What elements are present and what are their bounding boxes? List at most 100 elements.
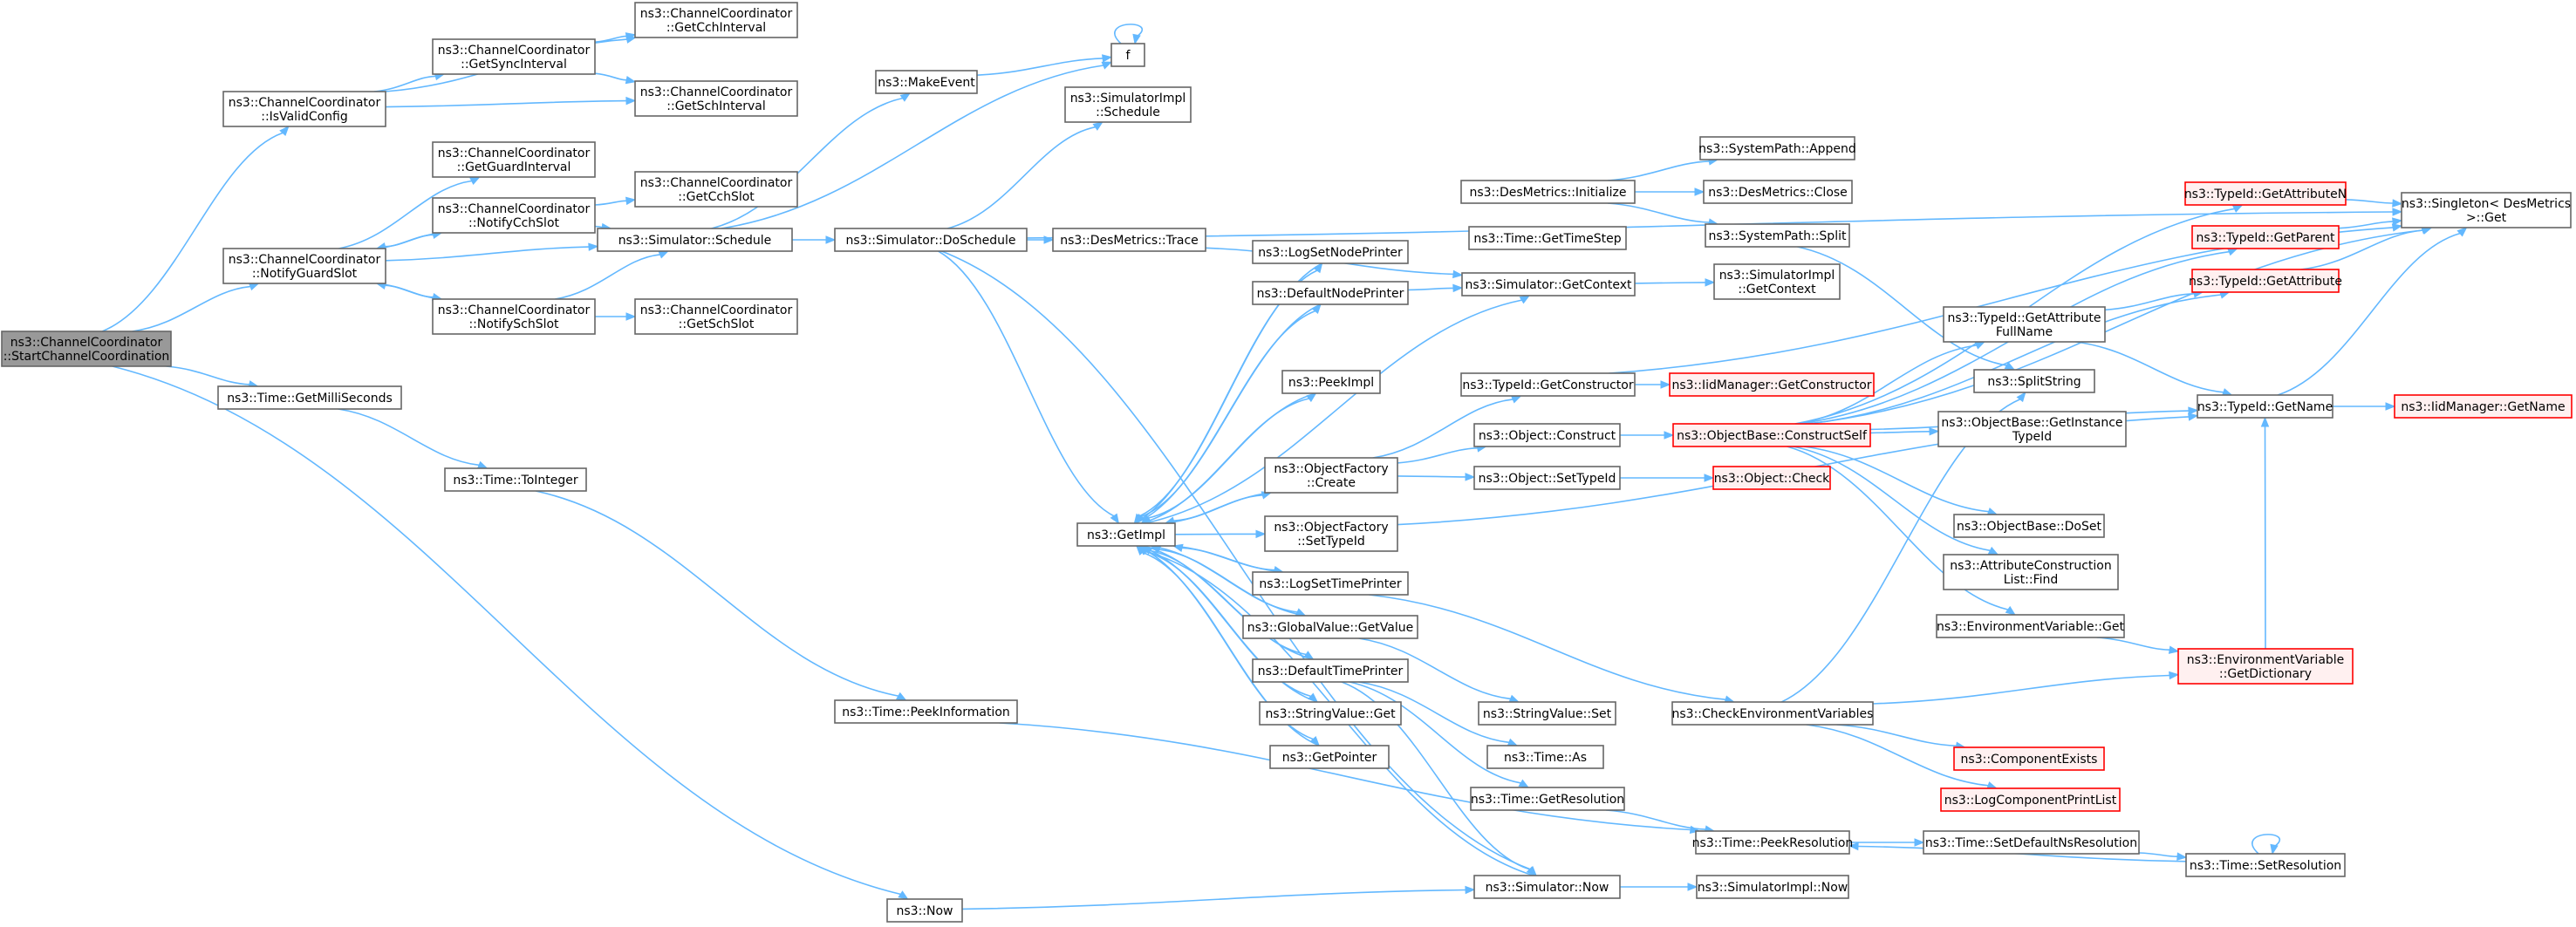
node-get-resolution[interactable]: ns3::Time::GetResolution <box>1470 787 1625 811</box>
node-sim-get-context[interactable]: ns3::Simulator::GetContext <box>1461 272 1636 297</box>
node-of-create[interactable]: ns3::ObjectFactory::Create <box>1264 457 1398 494</box>
node-label: ns3::Time::ToInteger <box>453 474 578 487</box>
node-default-node-printer[interactable]: ns3::DefaultNodePrinter <box>1252 281 1409 305</box>
node-make-event[interactable]: ns3::MakeEvent <box>875 70 978 94</box>
node-box <box>634 2 798 38</box>
node-label: ns3::SimulatorImpl <box>1719 269 1835 283</box>
node-tid-get-name[interactable]: ns3::TypeId::GetName <box>2197 394 2333 419</box>
node-notify-cch-slot[interactable]: ns3::ChannelCoordinator::NotifyCchSlot <box>432 197 596 234</box>
node-label: ns3::Time::GetTimeStep <box>1473 232 1621 246</box>
node-label: ns3::DesMetrics::Initialize <box>1469 186 1626 200</box>
node-get-guard-interval[interactable]: ns3::ChannelCoordinator::GetGuardInterva… <box>432 141 596 178</box>
node-label: ns3::DefaultNodePrinter <box>1257 287 1404 301</box>
edge-simGetContext-to-simImplGetContext <box>1634 278 1716 287</box>
node-dm-trace[interactable]: ns3::DesMetrics::Trace <box>1052 228 1206 252</box>
node-get-time-step[interactable]: ns3::Time::GetTimeStep <box>1468 226 1627 250</box>
node-label: ::GetSchSlot <box>679 317 755 331</box>
node-sv-set[interactable]: ns3::StringValue::Set <box>1478 701 1616 726</box>
node-get-sync-interval[interactable]: ns3::ChannelCoordinator::GetSyncInterval <box>432 38 596 75</box>
node-ob-do-set[interactable]: ns3::ObjectBase::DoSet <box>1953 514 2105 538</box>
node-peek-resolution[interactable]: ns3::Time::PeekResolution <box>1692 830 1854 855</box>
node-label: ns3::ObjectFactory <box>1274 462 1388 476</box>
node-to-integer[interactable]: ns3::Time::ToInteger <box>444 467 587 492</box>
node-sim-schedule[interactable]: ns3::Simulator::Schedule <box>597 228 793 252</box>
node-get-attribute[interactable]: ns3::TypeId::GetAttribute <box>2189 269 2342 293</box>
node-set-default-ns-resolution[interactable]: ns3::Time::SetDefaultNsResolution <box>1923 830 2140 855</box>
node-box <box>1937 411 2127 447</box>
node-box <box>1076 522 1176 547</box>
node-f[interactable]: f <box>1110 43 1145 67</box>
node-log-set-time-printer[interactable]: ns3::LogSetTimePrinter <box>1252 571 1409 596</box>
node-label: ns3::StringValue::Get <box>1265 707 1396 721</box>
node-get-sch-interval[interactable]: ns3::ChannelCoordinator::GetSchInterval <box>634 80 798 117</box>
node-log-component-print-list[interactable]: ns3::LogComponentPrintList <box>1940 787 2121 812</box>
node-get-impl[interactable]: ns3::GetImpl <box>1076 522 1176 547</box>
node-get-sch-slot[interactable]: ns3::ChannelCoordinator::GetSchSlot <box>634 298 798 335</box>
node-of-set-type-id[interactable]: ns3::ObjectFactory::SetTypeId <box>1264 515 1398 552</box>
node-set-resolution[interactable]: ns3::Time::SetResolution <box>2185 853 2346 877</box>
node-split-string[interactable]: ns3::SplitString <box>1973 369 2095 393</box>
node-dm-close[interactable]: ns3::DesMetrics::Close <box>1703 180 1853 204</box>
node-box <box>1696 875 1849 899</box>
node-check-env-vars[interactable]: ns3::CheckEnvironmentVariables <box>1671 701 1874 726</box>
edge-simSchedule-to-doSchedule <box>791 235 837 244</box>
node-notify-guard-slot[interactable]: ns3::ChannelCoordinator::NotifyGuardSlot <box>222 248 386 284</box>
edge-notifyGuardSlot-to-simSchedule <box>385 242 599 262</box>
node-obj-construct[interactable]: ns3::Object::Construct <box>1473 423 1621 447</box>
edge-constructSelf-to-obGetInstanceTypeId <box>1869 427 1940 436</box>
node-box <box>2185 853 2346 877</box>
node-get-attribute-n[interactable]: ns3::TypeId::GetAttributeN <box>2184 181 2347 206</box>
node-is-valid-config[interactable]: ns3::ChannelCoordinator::IsValidConfig <box>222 91 386 127</box>
node-sp-append[interactable]: ns3::SystemPath::Append <box>1698 136 1856 160</box>
node-root[interactable]: ns3::ChannelCoordinator::StartChannelCoo… <box>1 331 172 367</box>
node-do-schedule[interactable]: ns3::Simulator::DoSchedule <box>834 228 1028 252</box>
node-get-cch-slot[interactable]: ns3::ChannelCoordinator::GetCchSlot <box>634 171 798 208</box>
node-env-get[interactable]: ns3::EnvironmentVariable::Get <box>1936 614 2125 638</box>
node-sv-get[interactable]: ns3::StringValue::Get <box>1259 701 1402 726</box>
node-label: ns3::Singleton< DesMetrics <box>2402 197 2571 211</box>
node-log-set-node-printer[interactable]: ns3::LogSetNodePrinter <box>1252 240 1409 264</box>
node-sim-impl-get-context[interactable]: ns3::SimulatorImpl::GetContext <box>1713 263 1841 300</box>
node-box <box>1242 615 1418 639</box>
node-peek-impl[interactable]: ns3::PeekImpl <box>1281 370 1381 394</box>
node-default-time-printer[interactable]: ns3::DefaultTimePrinter <box>1252 658 1409 683</box>
node-time-as[interactable]: ns3::Time::As <box>1486 745 1604 769</box>
node-get-pointer[interactable]: ns3::GetPointer <box>1269 745 1390 769</box>
node-iid-get-constructor[interactable]: ns3::IidManager::GetConstructor <box>1669 372 1875 397</box>
node-box <box>1252 240 1409 264</box>
node-box <box>1269 745 1390 769</box>
edge-dmInitialize-to-spAppend <box>1607 157 1719 181</box>
node-label: TypeId <box>2012 430 2052 444</box>
node-get-parent[interactable]: ns3::TypeId::GetParent <box>2191 225 2340 249</box>
edge-checkEnvVars-to-envGetDictionary <box>1872 671 2180 705</box>
node-label: ns3::ComponentExists <box>1961 753 2098 767</box>
node-sp-split[interactable]: ns3::SystemPath::Split <box>1705 223 1850 248</box>
node-obj-set-type-id[interactable]: ns3::Object::SetTypeId <box>1473 466 1621 490</box>
node-sim-impl-schedule[interactable]: ns3::SimulatorImpl::Schedule <box>1064 86 1192 123</box>
node-obj-check[interactable]: ns3::Object::Check <box>1712 466 1831 490</box>
node-label: ns3::SimulatorImpl <box>1070 92 1186 106</box>
node-label: ns3::MakeEvent <box>878 76 975 90</box>
node-box <box>1252 571 1409 596</box>
node-gv-get-value[interactable]: ns3::GlobalValue::GetValue <box>1242 615 1418 639</box>
node-component-exists[interactable]: ns3::ComponentExists <box>1953 746 2105 771</box>
node-sim-now[interactable]: ns3::Simulator::Now <box>1473 875 1621 899</box>
node-construct-self[interactable]: ns3::ObjectBase::ConstructSelf <box>1672 423 1871 447</box>
edge-setResolution-to-setResolution <box>2251 834 2281 855</box>
node-now[interactable]: ns3::Now <box>886 898 963 923</box>
node-singleton-get[interactable]: ns3::Singleton< DesMetrics >::Get <box>2401 192 2572 228</box>
node-peek-information[interactable]: ns3::Time::PeekInformation <box>834 699 1018 724</box>
node-sim-impl-now[interactable]: ns3::SimulatorImpl::Now <box>1696 875 1849 899</box>
node-label: ::NotifyCchSlot <box>468 216 560 230</box>
node-dm-initialize[interactable]: ns3::DesMetrics::Initialize <box>1460 180 1636 204</box>
node-env-get-dictionary[interactable]: ns3::EnvironmentVariable::GetDictionary <box>2177 648 2354 685</box>
node-notify-sch-slot[interactable]: ns3::ChannelCoordinator::NotifySchSlot <box>432 298 596 335</box>
node-iid-get-name[interactable]: ns3::IidManager::GetName <box>2394 394 2573 419</box>
node-get-cch-interval[interactable]: ns3::ChannelCoordinator::GetCchInterval <box>634 2 798 38</box>
node-get-milli-seconds[interactable]: ns3::Time::GetMilliSeconds <box>217 385 402 410</box>
node-tid-get-constructor[interactable]: ns3::TypeId::GetConstructor <box>1460 372 1636 397</box>
node-box <box>1470 787 1625 811</box>
